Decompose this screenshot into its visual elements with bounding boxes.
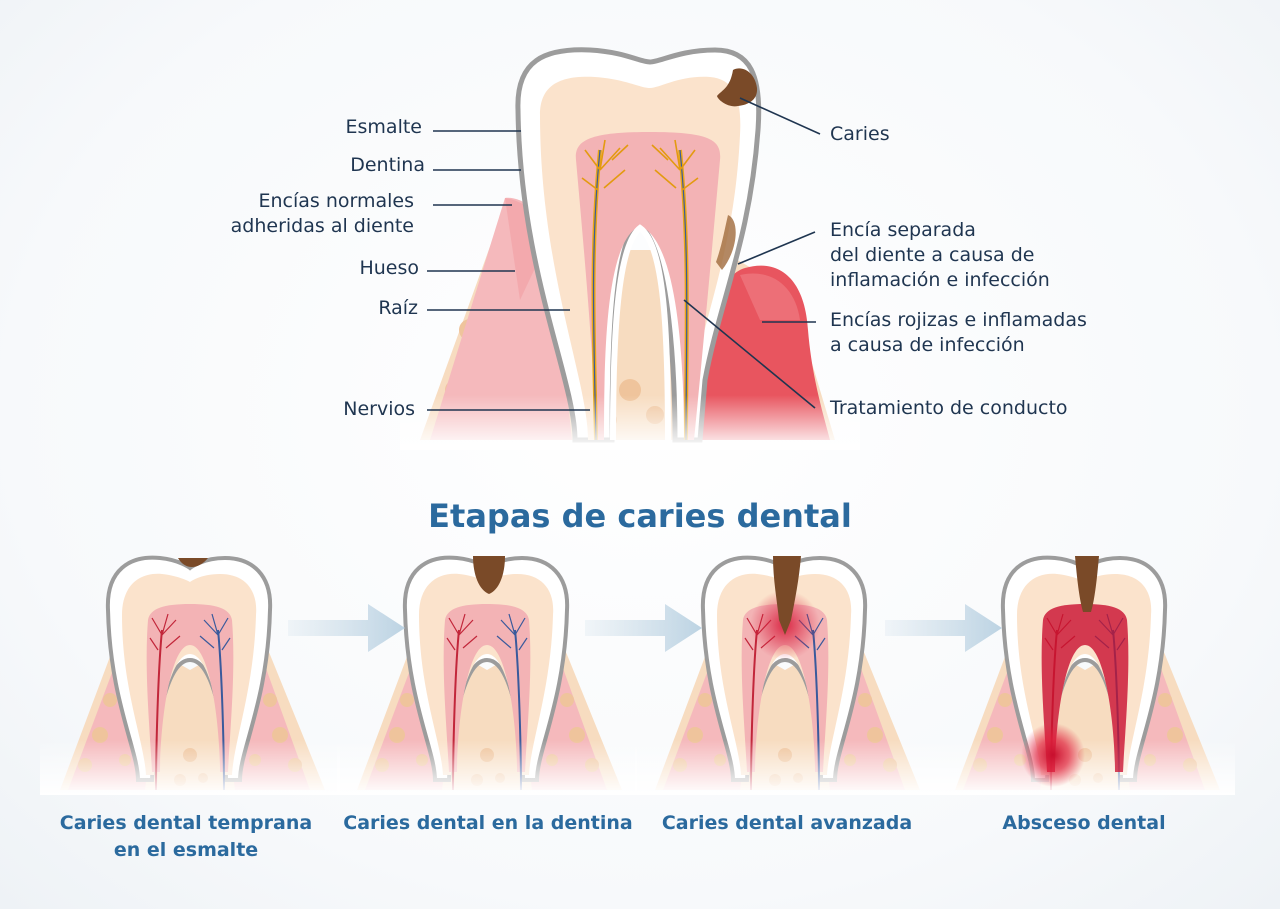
stage-4-caption: Absceso dental (1002, 812, 1166, 834)
stage-1-caption: Caries dental temprana en el esmalte (59, 812, 313, 861)
leader-lines (427, 97, 821, 411)
stage-2-caption: Caries dental en la dentina (343, 812, 633, 834)
arrow-icon (585, 604, 702, 652)
large-tooth (400, 47, 860, 450)
arrow-icon (288, 604, 405, 652)
stage-arrows (288, 604, 1002, 652)
label-root-canal: Tratamiento de conducto (830, 397, 1068, 419)
label-inflamed-gums: Encías rojizas e inflamadas a causa de i… (830, 309, 1087, 356)
stage-3-tooth (633, 555, 937, 797)
label-nerves: Nervios (343, 398, 415, 420)
label-root: Raíz (378, 297, 418, 319)
label-normal-gums: Encías normales adheridas al diente (230, 190, 414, 237)
label-bone: Hueso (359, 257, 419, 279)
stage-4-tooth (933, 555, 1237, 797)
label-enamel: Esmalte (345, 116, 422, 138)
stage-3-caption: Caries dental avanzada (661, 812, 913, 834)
label-caries: Caries (830, 123, 890, 145)
label-dentin: Dentina (350, 154, 425, 176)
label-separated-gum: Encía separada del diente a causa de inf… (830, 219, 1050, 291)
arrow-icon (885, 604, 1002, 652)
stages-title: Etapas de caries dental (428, 497, 852, 535)
stage-2-tooth (335, 555, 639, 797)
stage-1-tooth (38, 555, 342, 797)
